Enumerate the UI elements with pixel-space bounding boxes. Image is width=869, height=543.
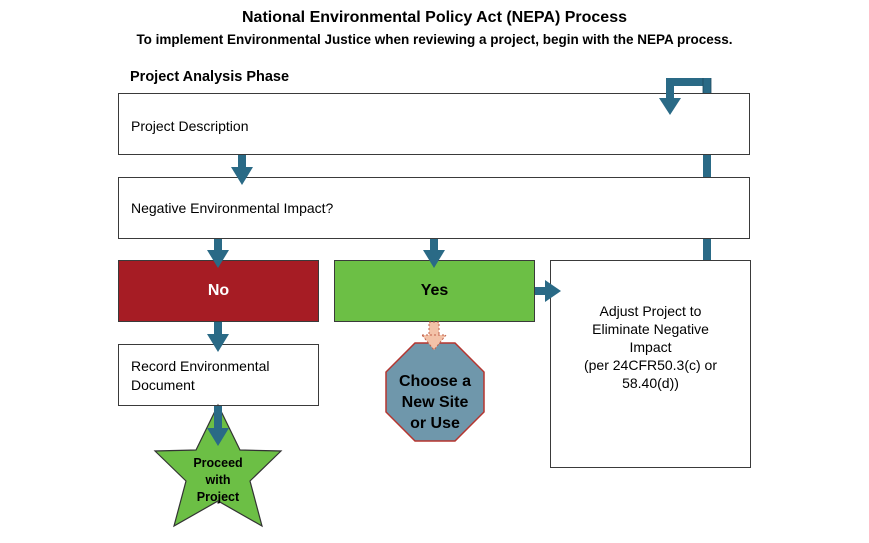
negative-impact-box: Negative Environmental Impact? <box>118 177 750 239</box>
arrow-description-to-impact <box>231 155 253 185</box>
loop-back-arrow <box>659 78 711 260</box>
arrow-yes-to-choose <box>420 321 448 351</box>
choose-line-3: or Use <box>410 415 460 432</box>
adjust-project-label: Adjust Project to Eliminate Negative Imp… <box>551 302 750 392</box>
choose-line-1: Choose a <box>398 373 471 390</box>
arrow-impact-to-no <box>207 239 229 268</box>
arrow-impact-to-yes <box>423 239 445 268</box>
yes-label: Yes <box>420 282 449 299</box>
adjust-line-4: (per 24CFR50.3(c) or <box>583 357 718 373</box>
adjust-line-3: Impact <box>629 339 672 355</box>
proceed-label: Proceed with Project <box>168 455 268 506</box>
arrow-yes-to-adjust <box>535 280 561 302</box>
negative-impact-label: Negative Environmental Impact? <box>131 200 334 216</box>
proceed-star <box>153 403 283 528</box>
proceed-line-3: Project <box>196 490 240 504</box>
arrow-no-to-record <box>207 322 229 352</box>
adjust-line-5: 58.40(d)) <box>622 375 679 391</box>
adjust-line-2: Eliminate Negative <box>592 321 709 337</box>
proceed-line-2: with <box>205 473 231 487</box>
project-description-box: Project Description <box>118 93 750 155</box>
record-document-label: Record Environmental Document <box>131 357 270 395</box>
record-line-2: Document <box>131 377 195 393</box>
project-description-label: Project Description <box>131 118 249 134</box>
choose-site-octagon <box>385 342 485 442</box>
adjust-line-1: Adjust Project to <box>599 303 702 319</box>
phase-label: Project Analysis Phase <box>130 69 290 85</box>
diagram-subtitle: To implement Environmental Justice when … <box>136 32 733 47</box>
choose-line-2: New Site <box>401 394 469 411</box>
proceed-line-1: Proceed <box>193 456 243 470</box>
record-line-1: Record Environmental <box>131 358 270 374</box>
arrow-record-to-proceed <box>207 406 229 446</box>
no-label: No <box>207 282 230 299</box>
adjust-project-box: Adjust Project to Eliminate Negative Imp… <box>550 260 751 468</box>
choose-site-label: Choose a New Site or Use <box>386 371 484 434</box>
diagram-title: National Environmental Policy Act (NEPA)… <box>242 9 627 26</box>
